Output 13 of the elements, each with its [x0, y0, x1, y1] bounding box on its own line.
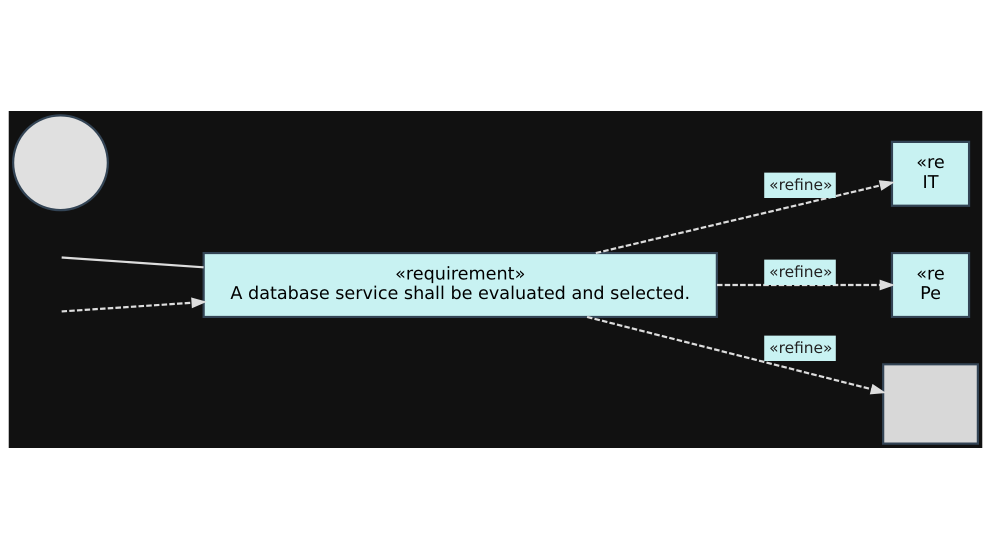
- arrow: [586, 315, 886, 394]
- node-circle: [12, 114, 109, 211]
- node-box: [882, 362, 979, 444]
- arrow: [62, 296, 207, 312]
- edge-label: «refine»: [769, 175, 832, 194]
- edge-label: «refine»: [769, 262, 832, 280]
- node-box: «requirement» A database service shall be evaluated and selected.: [202, 251, 718, 318]
- arrow: [596, 180, 896, 254]
- node-box: «re Pe: [890, 251, 970, 318]
- node-box: «re IT: [890, 140, 970, 206]
- arrow: [716, 279, 896, 290]
- edge-label: «refine»: [769, 338, 832, 356]
- connector: [62, 256, 204, 268]
